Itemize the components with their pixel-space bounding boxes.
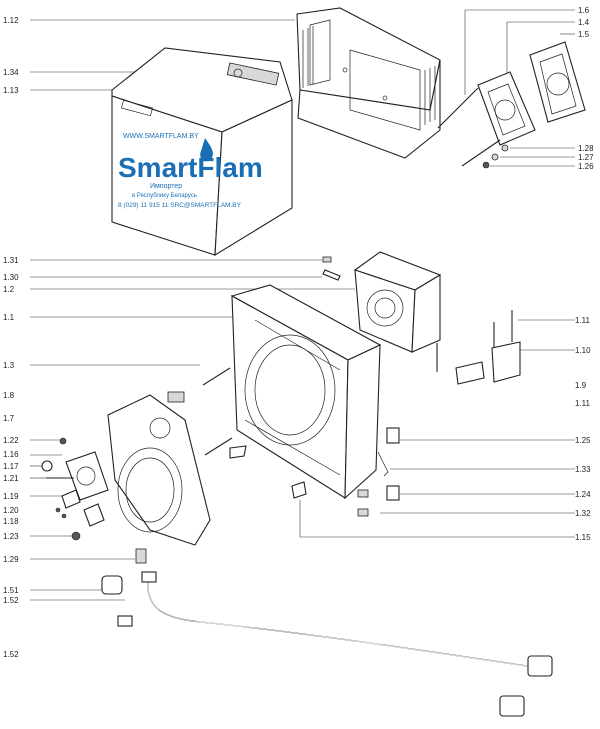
fuel-hoses [101, 571, 553, 717]
label-1-18: 1.18 [3, 517, 19, 526]
label-1-26: 1.26 [578, 162, 594, 171]
label-1-10: 1.10 [575, 346, 591, 355]
label-1-51: 1.51 [3, 586, 19, 595]
housing-part [230, 284, 382, 500]
label-1-1: 1.1 [3, 313, 15, 322]
watermark-tagline: Импортер [150, 183, 182, 190]
label-1-11-bottom: 1.11 [575, 399, 591, 408]
label-1-11-top: 1.11 [575, 316, 591, 325]
label-1-30: 1.30 [3, 273, 19, 282]
label-1-8: 1.8 [3, 391, 15, 400]
label-1-16: 1.16 [3, 450, 19, 459]
flange-part [107, 394, 211, 546]
burner-small-parts [41, 437, 147, 564]
bracket-parts [455, 310, 521, 385]
label-1-5: 1.5 [578, 30, 590, 39]
label-1-15: 1.15 [575, 533, 591, 542]
label-1-19: 1.19 [3, 492, 19, 501]
flame-icon [200, 138, 213, 162]
small-screws [322, 256, 438, 372]
label-1-21: 1.21 [3, 474, 19, 483]
label-1-24: 1.24 [575, 490, 591, 499]
label-1-22: 1.22 [3, 436, 19, 445]
label-1-52-top: 1.52 [3, 596, 19, 605]
cover-part [111, 47, 293, 257]
label-1-23: 1.23 [3, 532, 19, 541]
label-1-33: 1.33 [575, 465, 591, 474]
label-1-7: 1.7 [3, 414, 15, 423]
label-1-27: 1.27 [578, 153, 594, 162]
label-1-52-bottom: 1.52 [3, 650, 19, 659]
label-1-12: 1.12 [3, 16, 19, 25]
label-1-34: 1.34 [3, 68, 19, 77]
watermark-url: WWW.SMARTFLAM.BY [123, 133, 199, 140]
label-1-6: 1.6 [578, 6, 590, 15]
left-labels: 1.12 1.34 1.13 1.31 1.30 1.2 1.1 1.3 1.8… [3, 16, 19, 659]
watermark-logo: WWW.SMARTFLAM.BY SmartFlam Импортер в Ре… [118, 133, 263, 209]
label-1-31: 1.31 [3, 256, 19, 265]
label-1-4: 1.4 [578, 18, 590, 27]
leader-lines [30, 9, 575, 601]
label-1-20: 1.20 [3, 506, 19, 515]
label-1-2: 1.2 [3, 285, 15, 294]
gasket-plates [437, 41, 586, 169]
label-1-3: 1.3 [3, 361, 15, 370]
label-1-9: 1.9 [575, 381, 587, 390]
watermark-region: в Республику Беларусь [132, 193, 197, 199]
label-1-29: 1.29 [3, 555, 19, 564]
label-1-32: 1.32 [575, 509, 591, 518]
right-labels: 1.6 1.4 1.5 1.28 1.27 1.26 1.11 1.10 1.9… [575, 6, 594, 542]
watermark-brand: SmartFlam [118, 152, 263, 183]
airbox-part [296, 7, 441, 159]
right-small-parts [229, 427, 400, 517]
label-1-17: 1.17 [3, 462, 19, 471]
electrode-rods [167, 367, 233, 456]
watermark-contact: 8 (029) 11 915 11 SRC@SMARTFLAM.BY [118, 202, 242, 209]
label-1-13: 1.13 [3, 86, 19, 95]
label-1-28: 1.28 [578, 144, 594, 153]
label-1-25: 1.25 [575, 436, 591, 445]
fan-housing-part [353, 251, 442, 353]
